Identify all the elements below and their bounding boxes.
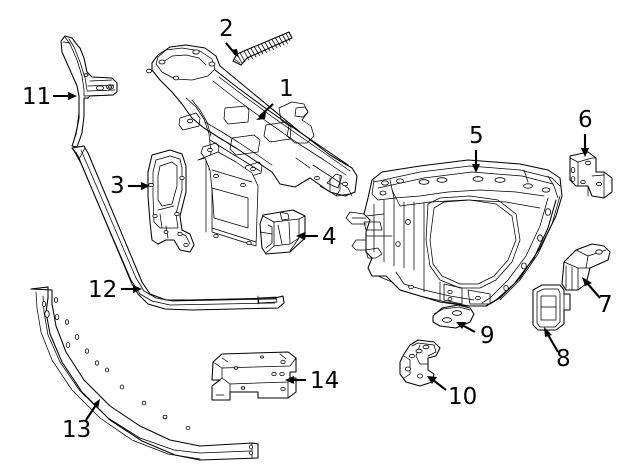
callout-5-arrowhead	[472, 164, 480, 173]
part-4-support-bracket-cup	[259, 209, 306, 255]
callout-6-arrowhead	[581, 148, 589, 157]
callout-9-leader	[461, 324, 476, 333]
callout-3-label: 3	[110, 173, 125, 199]
callout-1-arrowhead	[256, 112, 266, 120]
callout-7-arrowhead	[582, 277, 592, 286]
part-9-oval-reinforcement-plate	[432, 304, 475, 329]
callout-10-label: 10	[448, 384, 477, 410]
callout-6: 6	[578, 107, 593, 157]
callout-2: 2	[219, 16, 239, 58]
callout-10: 10	[427, 376, 477, 410]
callout-10-leader	[432, 379, 447, 391]
callout-3: 3	[110, 173, 150, 199]
part-8-side-retainer-clip	[532, 284, 571, 331]
callout-7: 7	[582, 277, 613, 318]
part-11-left-side-support-bracket	[60, 35, 118, 148]
callout-13-arrowhead	[93, 399, 100, 409]
callout-5-label: 5	[469, 123, 484, 149]
callout-14-label: 14	[310, 368, 339, 394]
callout-2-arrowhead	[231, 49, 239, 58]
part-5-right-headlamp-support-panel	[345, 159, 563, 307]
callout-8-arrowhead	[544, 327, 552, 337]
part-1-upper-radiator-support	[145, 44, 358, 247]
callout-8-leader	[546, 332, 559, 353]
callout-7-label: 7	[598, 292, 613, 318]
callout-9-label: 9	[480, 323, 495, 349]
part-2-long-hex-bolt	[232, 31, 293, 66]
callout-8-label: 8	[556, 346, 571, 372]
callout-11-arrowhead	[68, 92, 77, 100]
part-7-lever-arm-bracket	[561, 243, 611, 291]
callout-14: 14	[285, 368, 339, 394]
callout-1-label: 1	[279, 76, 294, 102]
callout-13-leader	[85, 404, 97, 421]
callout-13-label: 13	[62, 417, 91, 443]
callout-12-label: 12	[88, 277, 117, 303]
callout-1-leader	[258, 103, 274, 118]
callout-9-arrowhead	[456, 322, 466, 329]
callout-9: 9	[456, 322, 495, 349]
callout-7-leader	[586, 282, 601, 299]
callout-10-arrowhead	[427, 376, 437, 384]
callout-3-arrowhead	[141, 182, 150, 190]
callout-4-label: 4	[322, 224, 337, 250]
callout-5: 5	[469, 123, 484, 173]
part-14-crash-box-bracket	[211, 351, 297, 401]
callout-12: 12	[88, 277, 142, 303]
part-6-upper-hinge-bracket	[569, 151, 613, 199]
callout-2-label: 2	[219, 16, 234, 42]
callout-12-arrowhead	[133, 285, 142, 293]
callout-14-arrowhead	[285, 376, 294, 384]
callout-4-arrowhead	[296, 232, 305, 240]
callout-1: 1	[256, 76, 294, 120]
callout-8: 8	[544, 327, 571, 372]
part-10-angled-mounting-bracket	[399, 339, 441, 387]
part-12-diagonal-tie-strut	[71, 145, 285, 311]
callout-13: 13	[62, 399, 100, 443]
part-3-headlamp-mounting-bracket	[147, 149, 195, 253]
callout-11: 11	[22, 84, 77, 110]
callout-4: 4	[296, 224, 337, 250]
callout-6-label: 6	[578, 107, 593, 133]
callout-11-label: 11	[22, 84, 51, 110]
